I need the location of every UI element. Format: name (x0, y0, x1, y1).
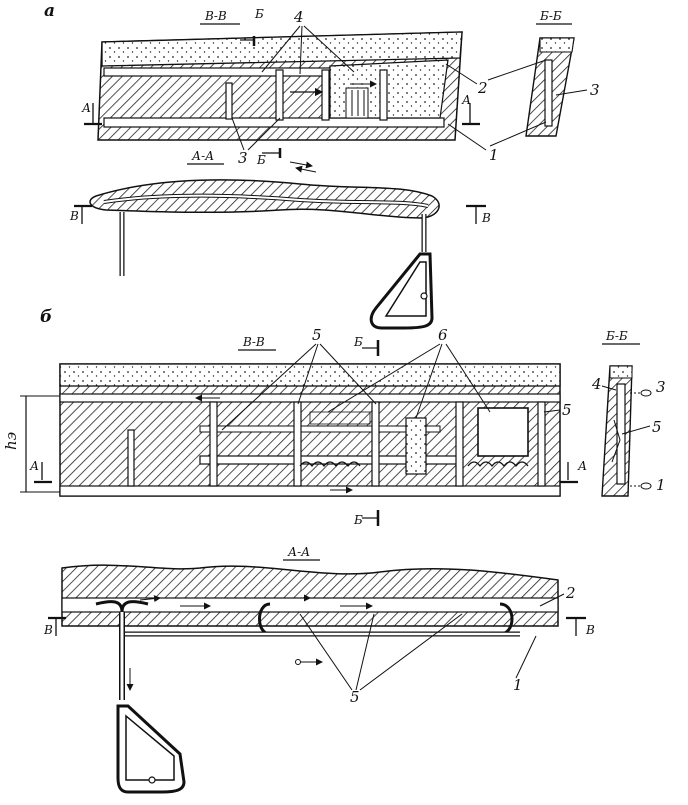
panel-a: а В-В Б А (44, 1, 600, 330)
panel-a-section-vv: Б А А 4 3 2 1 Б (81, 7, 499, 167)
panel-b-cut-a-left: А (29, 459, 39, 473)
panel-a-section-bb: Б-Б 3 (487, 9, 600, 147)
panel-a-plan-aa: А-А В В (69, 149, 491, 330)
panel-b-view-vv: В-В (242, 335, 265, 349)
panel-b-cut-b-top: Б (353, 335, 363, 349)
panel-a-view-bb: Б-Б (539, 9, 562, 23)
panel-b-section-bb: Б-Б 4 3 5 1 (591, 329, 666, 497)
panel-a-cut-b-top: Б (254, 7, 264, 21)
panel-a-cut-v-right: В (481, 211, 491, 225)
panel-b-cut-v-right: В (585, 623, 595, 637)
panel-b-label-5-right: 5 (562, 401, 572, 419)
panel-b-height-label: hэ (2, 432, 20, 450)
panel-b-bb-label-3: 3 (656, 378, 666, 396)
panel-b-section-vv: Б Б hэ А А 5 6 5 (2, 326, 587, 527)
panel-a-bb-label-3: 3 (590, 81, 600, 99)
panel-b-cut-v-left: В (43, 623, 53, 637)
panel-a-label-4: 4 (293, 8, 304, 26)
panel-b-bb-label-5: 5 (652, 418, 662, 436)
panel-a-cut-a-right: А (461, 93, 471, 107)
panel-b-view-bb: Б-Б (605, 329, 628, 343)
panel-b-plan-aa: А-А В В (43, 545, 595, 794)
panel-b-cut-b-bottom: Б (353, 513, 363, 527)
panel-b-bb-label-1: 1 (656, 476, 666, 494)
panel-a-label-2: 2 (477, 79, 488, 97)
panel-a-label-1: 1 (489, 146, 499, 164)
panel-b-label-5-top: 5 (312, 326, 322, 344)
panel-b-plan-label-2: 2 (565, 584, 576, 602)
panel-a-label-3: 3 (238, 149, 248, 167)
panel-a-letter: а (44, 1, 55, 21)
panel-a-cut-v-left: В (69, 209, 79, 223)
panel-b: б В-В Б Б (2, 307, 666, 794)
panel-a-view-aa: А-А (191, 149, 214, 163)
panel-b-cut-a-right: А (577, 459, 587, 473)
panel-a-cut-a-left: А (81, 101, 91, 115)
panel-b-plan-label-1: 1 (513, 676, 523, 694)
panel-a-cut-b-bottom: Б (256, 153, 266, 167)
panel-b-letter: б (40, 307, 52, 327)
panel-b-view-aa: А-А (287, 545, 310, 559)
panel-b-label-6: 6 (438, 326, 448, 344)
panel-b-plan-label-5: 5 (350, 688, 360, 706)
panel-b-bb-label-4: 4 (591, 375, 602, 393)
panel-a-view-vv: В-В (204, 9, 227, 23)
